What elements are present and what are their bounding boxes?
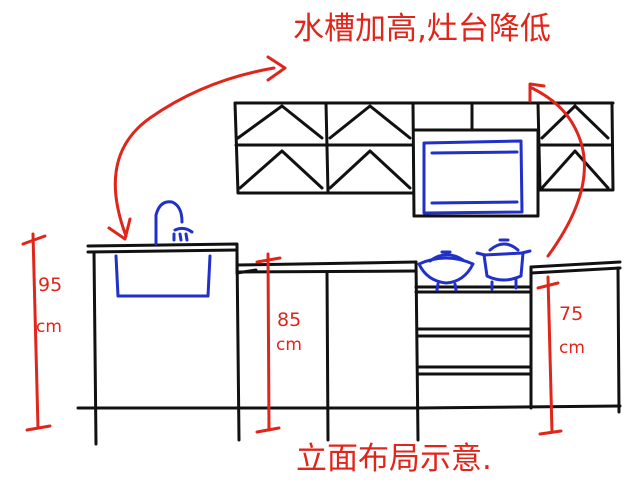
annotation-arrows [107,55,586,258]
stove-pots [417,238,532,292]
stove-height-unit: cm [559,338,585,358]
upper-cabinets [233,101,615,218]
sink-height-value: 95 [38,274,63,296]
stove-cabinet [414,260,622,414]
sink-height-unit: cm [36,317,62,337]
stove-height-value: 75 [559,303,584,325]
range-hood [422,139,524,215]
faucet [154,200,194,246]
counter-height-unit: cm [276,335,302,355]
height-dimensions [21,232,563,436]
counter-cabinet [235,260,420,442]
sink-cabinet [76,242,258,446]
sink-raise-stove-lower-note: 水槽加高,灶台降低 [293,11,551,47]
counter-height-value: 85 [277,309,302,331]
elevation-layout-caption: 立面布局示意. [296,441,492,477]
